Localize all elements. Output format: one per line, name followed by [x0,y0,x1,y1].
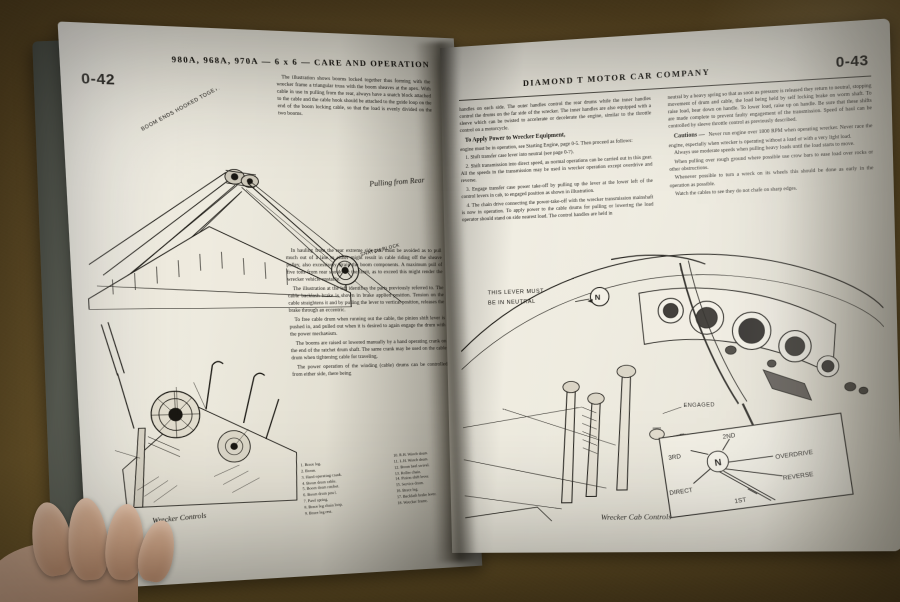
illustration-pulling-from-rear: BOOM ENDS HOOKED TOGETHER SNATCH BLOCK [68,84,433,310]
shift-neutral: N [714,457,722,468]
cab-controls-drawing: N THIS LEVER MUST BE IN NEUTRAL ENGAGED … [459,243,889,522]
label-be-in-neutral: BE IN NEUTRAL [488,299,536,307]
shift-overdrive: OVERDRIVE [775,450,814,461]
shift-pattern-inset: N 2ND 3RD OVERDRIVE DIRECT REVERSE 1ST [659,413,853,517]
shift-reverse: REVERSE [783,472,815,482]
shift-direct: DIRECT [669,488,693,497]
wrecker-controls-drawing [94,307,323,513]
shift-1st: 1ST [734,497,747,505]
neutral-marker: N [595,293,601,302]
hand-holding-book [0,496,221,602]
pulling-from-rear-drawing: BOOM ENDS HOOKED TOGETHER SNATCH BLOCK [68,84,433,310]
label-engaged: ENGAGED [683,402,715,409]
shift-2nd: 2ND [722,433,736,441]
shift-3rd: 3RD [668,454,682,462]
illustration-wrecker-controls [94,307,323,513]
right-page: DIAMOND T MOTOR CAR COMPANY 0-43 handles… [439,18,900,553]
illustration-wrecker-cab-controls: N THIS LEVER MUST BE IN NEUTRAL ENGAGED … [459,243,889,522]
label-this-lever-must: THIS LEVER MUST [488,288,545,296]
left-page: 0-42 980A, 968A, 970A — 6 x 6 — CARE AND… [57,21,483,590]
open-book: 0-42 980A, 968A, 970A — 6 x 6 — CARE AND… [32,18,900,590]
